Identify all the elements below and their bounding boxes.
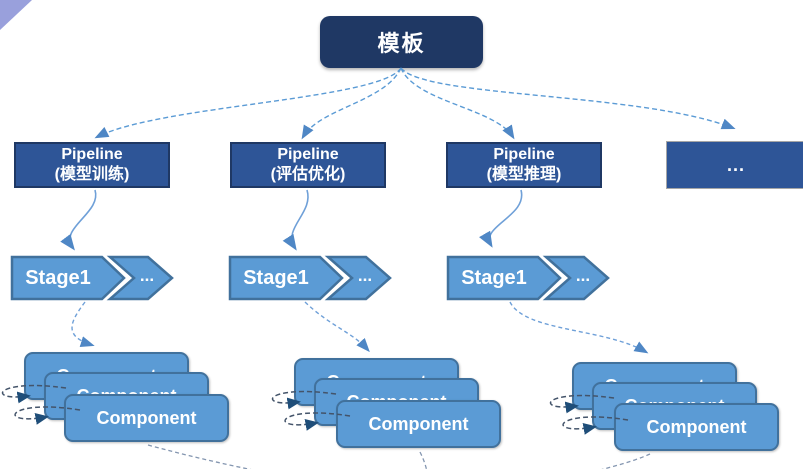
pipeline-node-more: ...	[666, 141, 803, 189]
template-root-node: 模板	[320, 16, 483, 68]
connector-pipeline1-to-stage1	[60, 189, 97, 251]
slide-corner-decoration	[0, 0, 32, 30]
component-label: Component	[96, 407, 197, 428]
stage-group-3: Stage1 ...	[446, 255, 616, 301]
pipeline-sublabel: (模型推理)	[486, 166, 562, 183]
component-card-front: Component	[336, 400, 501, 448]
stage-group-1: Stage1 ...	[10, 255, 180, 301]
connector-stage1-to-components1	[71, 301, 95, 348]
stage-more-label: ...	[139, 266, 155, 285]
pipeline-node-evaluation: Pipeline (评估优化)	[230, 142, 386, 188]
component-label: Component	[368, 413, 469, 434]
stage-label: Stage1	[461, 266, 527, 289]
pipeline-node-inference: Pipeline (模型推理)	[446, 142, 602, 188]
more-label: ...	[726, 154, 745, 175]
connector-root-to-pipeline-1	[94, 67, 402, 139]
tail-components2-bottom	[419, 451, 428, 469]
pipeline-sublabel: (评估优化)	[270, 166, 346, 183]
stage-chevron-shapes	[446, 255, 610, 301]
connector-root-to-more-box	[400, 67, 736, 130]
stage-chevron-shapes	[228, 255, 392, 301]
connector-pipeline2-to-stage2	[282, 189, 309, 251]
stage-more-label: ...	[575, 266, 591, 285]
stage-more-label: ...	[357, 266, 373, 285]
tail-components3-bottom	[601, 453, 651, 469]
pipeline-label: Pipeline	[493, 146, 555, 163]
pipeline-label: Pipeline	[277, 146, 339, 163]
pipeline-label: Pipeline	[61, 146, 123, 163]
connector-stage3-to-components3	[509, 301, 649, 354]
connector-root-to-pipeline-2	[301, 67, 402, 140]
stage-group-2: Stage1 ...	[228, 255, 398, 301]
component-label: Component	[646, 416, 747, 437]
component-card-front: Component	[64, 394, 229, 442]
connector-pipeline3-to-stage3	[479, 189, 523, 248]
connector-stage2-to-components2	[304, 301, 370, 353]
stage-chevron-shapes	[10, 255, 174, 301]
pipeline-node-training: Pipeline (模型训练)	[14, 142, 170, 188]
pipeline-sublabel: (模型训练)	[54, 166, 130, 183]
connector-root-to-pipeline-3	[400, 67, 515, 140]
component-card-front: Component	[614, 403, 779, 451]
template-root-label: 模板	[377, 31, 426, 56]
stage-label: Stage1	[25, 266, 91, 289]
stage-label: Stage1	[243, 266, 309, 289]
tail-components1-bottom	[147, 444, 252, 469]
